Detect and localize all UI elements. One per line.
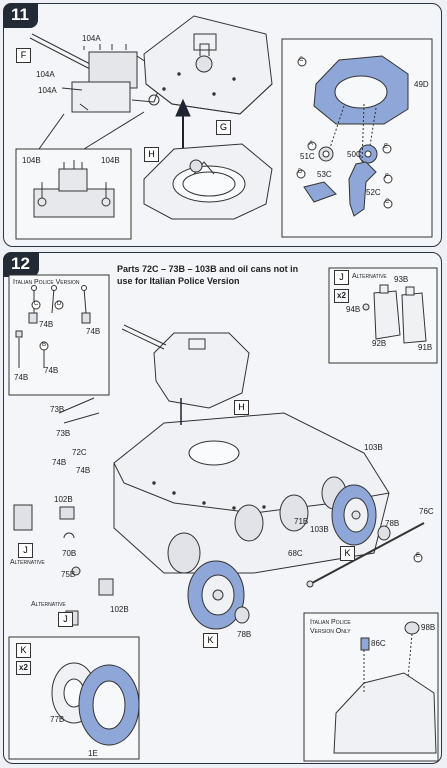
italian-police-version-only-title: Italian Police Version Only — [310, 618, 351, 636]
part-75b: 75B — [61, 570, 76, 579]
callout-c-bottom: C — [385, 199, 390, 205]
part-74b-b: 74B — [86, 327, 101, 336]
note-line-1: Parts 72C – 73B – 103B and oil cans not … — [117, 264, 299, 274]
view-f-label: F — [16, 48, 31, 63]
view-h-label: H — [144, 147, 159, 162]
italian-police-version-title: Italian Police Version — [13, 279, 80, 286]
italian-police-version-only-line-1: Italian Police — [310, 619, 351, 626]
callout-a: A — [309, 141, 314, 147]
alternative-title-left: Alternative — [10, 559, 45, 566]
step-number: 11 — [3, 3, 38, 28]
part-74b-f: 74B — [76, 466, 91, 475]
part-74b-e: 74B — [52, 458, 67, 467]
part-78b-right: 78B — [385, 519, 400, 528]
alternative-title-bottom: Alternative — [31, 601, 66, 608]
part-102b-bottom: 102B — [110, 605, 129, 614]
step-11-drawing — [15, 15, 433, 240]
callout-c: C — [34, 301, 39, 307]
part-68c: 68C — [288, 549, 303, 558]
part-104a-left: 104A — [36, 70, 55, 79]
part-74b-c: 74B — [14, 373, 29, 382]
view-j-left: J — [18, 543, 33, 558]
view-k-mid: K — [340, 546, 355, 561]
part-104b-inset-left: 104B — [22, 156, 41, 165]
part-72c: 72C — [72, 448, 87, 457]
view-h-label: H — [234, 400, 249, 415]
part-103b-top: 103B — [364, 443, 383, 452]
part-102b-top: 102B — [54, 495, 73, 504]
part-73b-bottom: 73B — [56, 429, 71, 438]
part-52c: 52C — [366, 188, 381, 197]
italian-police-version-only-line-2: Version Only — [310, 628, 351, 635]
part-49d: 49D — [414, 80, 429, 89]
step-11-panel: 11 — [3, 3, 442, 247]
quantity-x2-bottom: x2 — [16, 661, 31, 675]
callout-d: D — [298, 169, 303, 175]
part-92b: 92B — [372, 339, 387, 348]
callout-e: E — [384, 144, 389, 150]
note-parts-not-used: Parts 72C – 73B – 103B and oil cans not … — [117, 263, 337, 287]
part-78b-front: 78B — [237, 630, 252, 639]
part-76c: 76C — [419, 507, 434, 516]
view-j-bottom: J — [58, 612, 73, 627]
part-1e: 1E — [88, 749, 98, 758]
callout-e: E — [416, 553, 421, 559]
part-70b: 70B — [62, 549, 77, 558]
step-number: 12 — [3, 252, 39, 277]
part-50c: 50C — [347, 150, 362, 159]
part-91b: 91B — [418, 343, 433, 352]
part-103b-bottom: 103B — [310, 525, 329, 534]
part-98b: 98B — [421, 623, 436, 632]
part-93b: 93B — [394, 275, 409, 284]
part-51c: 51C — [300, 152, 315, 161]
step-12-panel: 12 Parts 72C – 73B – 103B and oil cans n… — [3, 252, 442, 764]
part-73b-top: 73B — [50, 405, 65, 414]
callout-c-top: C — [299, 57, 304, 63]
part-77b: 77B — [50, 715, 65, 724]
part-104a-top: 104A — [82, 34, 101, 43]
part-71b: 71B — [294, 517, 309, 526]
part-94b: 94B — [346, 305, 361, 314]
quantity-x2-top: x2 — [334, 289, 349, 303]
callout-d: D — [57, 301, 62, 307]
part-104a-mid: 104A — [38, 86, 57, 95]
view-j-top: J — [334, 270, 349, 285]
callout-b: B — [42, 342, 47, 348]
part-104b-inset-right: 104B — [101, 156, 120, 165]
note-line-2: use for Italian Police Version — [117, 276, 240, 286]
part-86c: 86C — [371, 639, 386, 648]
view-k-front: K — [203, 633, 218, 648]
step-12-drawing — [8, 267, 439, 762]
part-53c: 53C — [317, 170, 332, 179]
view-k-inset: K — [16, 643, 31, 658]
part-74b-a: 74B — [39, 320, 54, 329]
part-74b-d: 74B — [44, 366, 59, 375]
callout-f: F — [385, 174, 389, 180]
alternative-title-top: Alternative — [352, 273, 387, 280]
view-g-label: G — [216, 120, 231, 135]
